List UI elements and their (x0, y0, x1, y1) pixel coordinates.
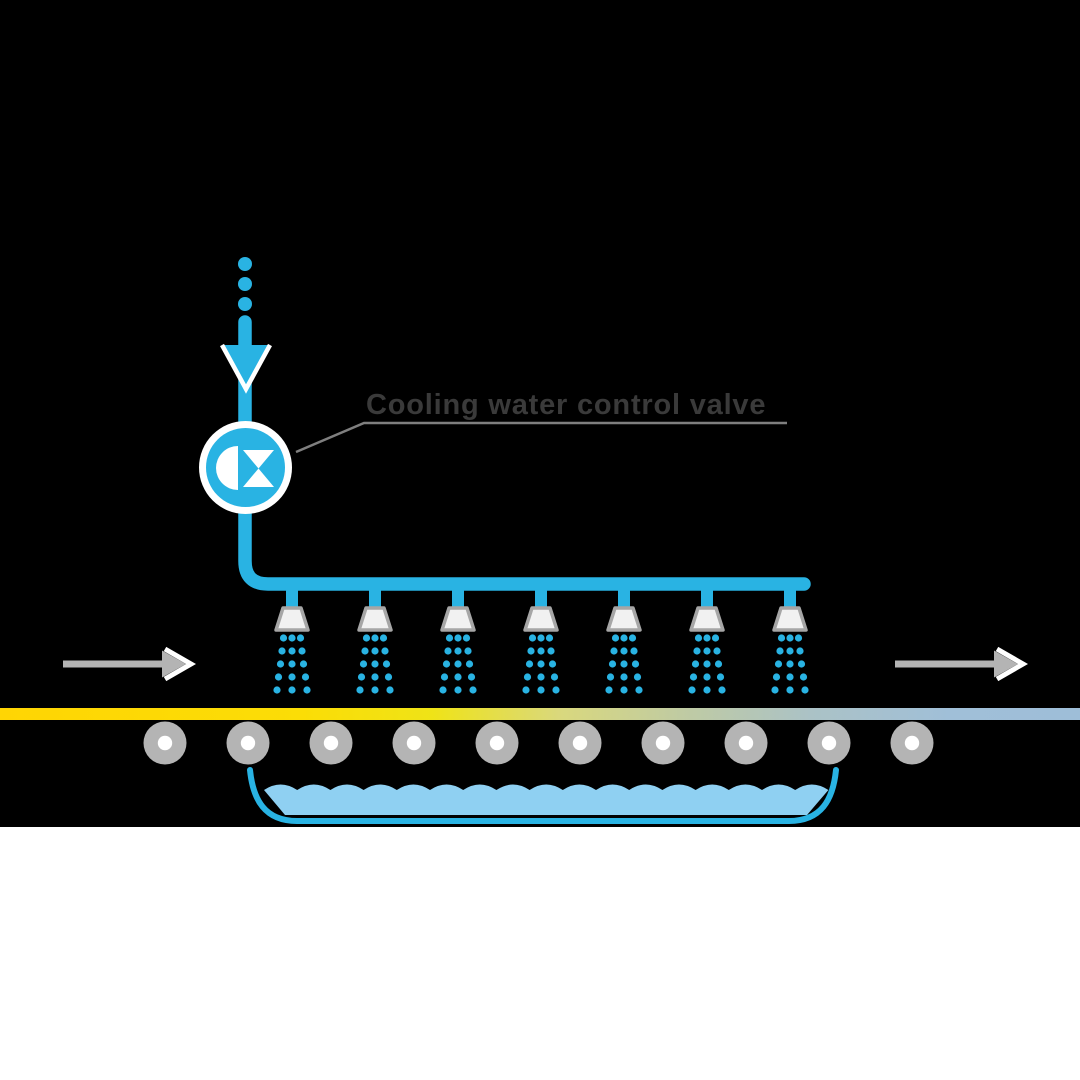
background-lower (0, 827, 1080, 1080)
pipe-dotted-flow (238, 257, 252, 311)
basin-water (264, 784, 829, 815)
valve-disc (206, 428, 285, 507)
valve-body-lower-triangle (243, 468, 274, 487)
label-leader-line (295, 421, 787, 454)
cooling-pipe-and-manifold (238, 315, 811, 591)
roller (807, 721, 851, 765)
control-valve-icon (199, 421, 292, 514)
basin-border (247, 767, 839, 824)
steel-strip (0, 708, 1080, 720)
roller (641, 721, 685, 765)
valve-label: Cooling water control valve (366, 389, 766, 421)
roller (558, 721, 602, 765)
flow-down-arrow-icon (220, 343, 272, 394)
valve-actuator-shape (216, 446, 238, 490)
roller (226, 721, 270, 765)
roller (309, 721, 353, 765)
roller (143, 721, 187, 765)
roller (890, 721, 934, 765)
roller (392, 721, 436, 765)
water-basin (247, 767, 839, 824)
roller (724, 721, 768, 765)
valve-body-upper-triangle (243, 450, 274, 469)
roller (475, 721, 519, 765)
